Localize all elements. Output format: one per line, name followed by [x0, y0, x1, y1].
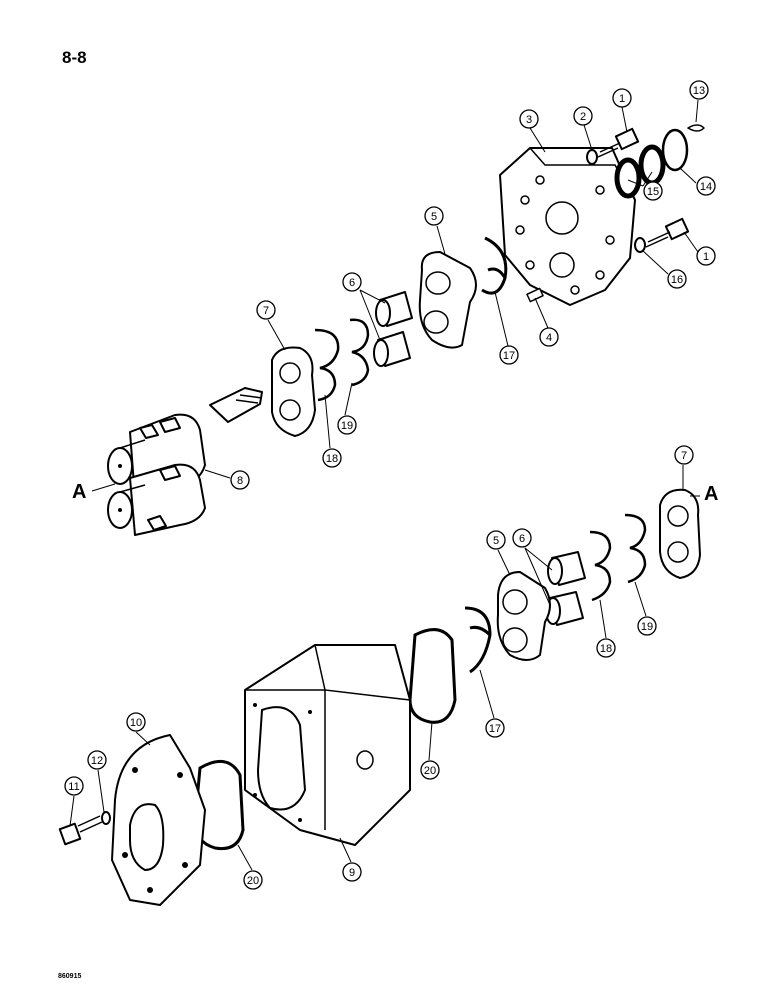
svg-text:1: 1 [619, 93, 625, 105]
svg-text:9: 9 [349, 867, 355, 879]
callout-19-bottom: 19 [637, 616, 657, 636]
callout-7-bottom: 7 [674, 445, 694, 465]
o-ring-rear [408, 628, 457, 724]
front-cover [111, 734, 206, 906]
svg-text:5: 5 [431, 211, 437, 223]
svg-text:20: 20 [424, 765, 436, 777]
bushings-top [373, 291, 413, 367]
key [687, 124, 705, 132]
callout-6-top: 6 [342, 272, 362, 292]
channel-seal-top [349, 318, 370, 387]
cover-bolt [58, 815, 103, 846]
figure-code: 860915 [58, 973, 82, 980]
cover-washer [101, 811, 111, 825]
callout-13: 13 [689, 80, 709, 100]
callout-14: 14 [696, 176, 716, 196]
callout-10: 10 [126, 712, 146, 732]
svg-text:18: 18 [326, 453, 338, 465]
callout-6-bottom: 6 [512, 528, 532, 548]
leader-lines [69, 99, 699, 871]
svg-text:4: 4 [546, 332, 552, 344]
callout-9: 9 [342, 862, 362, 882]
reference-letter-right: A [704, 483, 718, 505]
callout-5-top: 5 [424, 206, 444, 226]
svg-text:19: 19 [341, 420, 353, 432]
callout-2: 2 [573, 106, 593, 126]
gear-set [107, 387, 263, 536]
callout-20-front: 20 [243, 870, 263, 890]
callout-3: 3 [519, 109, 539, 129]
svg-text:12: 12 [91, 755, 103, 767]
callout-11: 11 [64, 776, 84, 796]
svg-text:7: 7 [263, 305, 269, 317]
svg-text:6: 6 [349, 277, 355, 289]
callout-16: 16 [667, 269, 687, 289]
dowel-pin [526, 287, 544, 303]
svg-text:16: 16 [671, 274, 683, 286]
bushings-bottom [545, 551, 586, 626]
svg-text:8: 8 [237, 475, 243, 487]
bearing-block-top [418, 251, 477, 349]
cover-plate [499, 147, 636, 306]
svg-text:7: 7 [681, 450, 687, 462]
callout-19-top: 19 [337, 415, 357, 435]
callout-18-bottom: 18 [596, 638, 616, 658]
svg-text:2: 2 [580, 111, 586, 123]
svg-text:18: 18 [600, 643, 612, 655]
bearing-block-bottom [496, 571, 551, 661]
svg-text:14: 14 [700, 181, 712, 193]
callout-12: 12 [87, 750, 107, 770]
svg-text:19: 19 [641, 621, 653, 633]
callout-8: 8 [230, 470, 250, 490]
callout-20-rear: 20 [420, 760, 440, 780]
svg-text:13: 13 [693, 85, 705, 97]
callout-17-bottom: 17 [485, 718, 505, 738]
callout-5-bottom: 5 [486, 530, 506, 550]
svg-text:15: 15 [647, 186, 659, 198]
wear-plate-top [271, 346, 316, 437]
washer-top [586, 149, 598, 165]
callout-17-top: 17 [499, 345, 519, 365]
washer-bottom [634, 237, 646, 253]
svg-text:11: 11 [68, 781, 79, 793]
cap-screw-top [597, 127, 640, 158]
channel-seal-bottom [589, 530, 612, 602]
svg-text:3: 3 [526, 114, 532, 126]
wear-plate-bottom [659, 488, 701, 579]
svg-text:5: 5 [493, 535, 499, 547]
reference-letter-left: A [72, 481, 86, 503]
callout-1-top: 1 [612, 88, 632, 108]
page-number: 8-8 [62, 48, 87, 67]
cap-screw-bottom [645, 217, 690, 248]
svg-text:1: 1 [703, 251, 709, 263]
backup-ring-top [314, 328, 340, 402]
svg-text:17: 17 [503, 350, 515, 362]
svg-text:20: 20 [247, 875, 259, 887]
callout-4: 4 [539, 327, 559, 347]
svg-text:6: 6 [519, 533, 525, 545]
svg-text:17: 17 [489, 723, 501, 735]
callout-1-bottom: 1 [696, 246, 716, 266]
seal-ring-bottom [464, 606, 492, 674]
pump-body [244, 644, 411, 846]
svg-text:10: 10 [130, 717, 142, 729]
callout-15: 15 [643, 181, 663, 201]
snap-ring [661, 128, 689, 172]
callout-7-top: 7 [256, 300, 276, 320]
callout-18-top: 18 [322, 448, 342, 468]
seal-ring-top [481, 236, 508, 295]
backup-ring-bottom [624, 513, 647, 584]
